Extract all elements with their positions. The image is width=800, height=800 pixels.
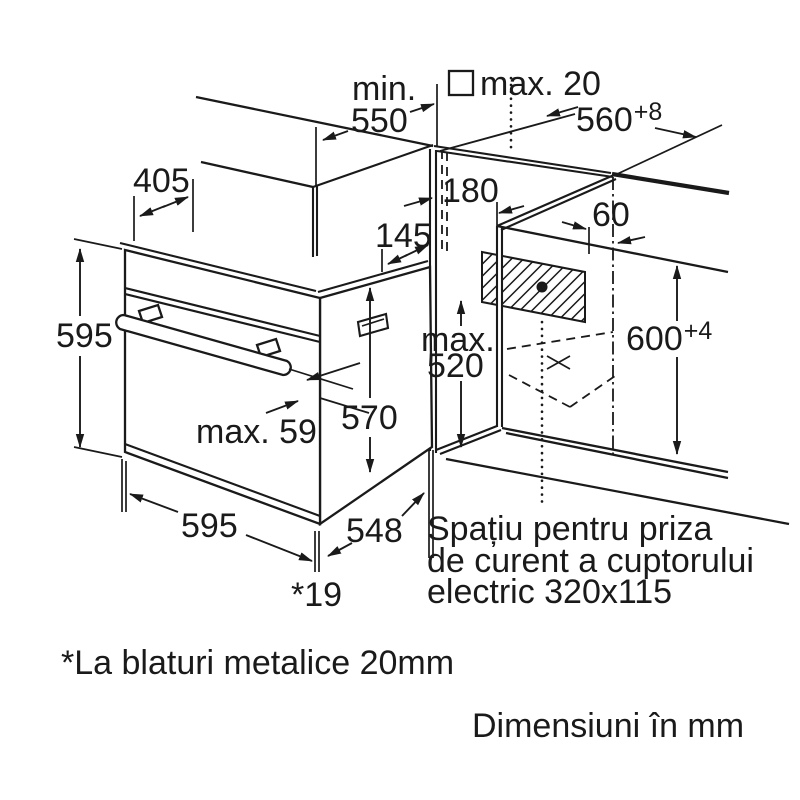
dim-595-bottom: 595 [181,507,238,545]
oven-vent-slot [356,312,390,338]
dim-min-550-value: 550 [351,102,408,140]
dim-star-19: *19 [291,576,342,614]
dim-145: 145 [375,217,432,255]
socket-note-line2: de curent a cuptorului [427,542,754,580]
dim-60: 60 [592,196,630,234]
oven-door-handle [115,303,292,377]
oven-side-face [318,265,434,527]
worktop-lines [195,95,730,257]
socket-center-dot [536,281,548,293]
dim-548: 548 [346,512,403,550]
dim-560-tolerance: 560+8 [576,98,662,139]
dim-max-520-value: 520 [427,347,484,385]
socket-note-line1: Spațiu pentru priza [427,510,712,548]
dim-min-550-word: min. [352,70,416,108]
annotations: Spațiu pentru priza de curent a cuptorul… [61,510,754,745]
socket-space-hatch [481,250,586,324]
dim-180: 180 [442,172,499,210]
dim-600-tolerance: 600+4 [626,317,712,358]
dim-405: 405 [133,162,190,200]
dim-max-20: max. 20 [480,65,601,103]
footnote-metal-worktops: *La blaturi metalice 20mm [61,644,454,682]
socket-note-line3: electric 320x115 [427,573,672,611]
dim-570: 570 [341,399,398,437]
units-note: Dimensiuni în mm [472,707,744,745]
dimension-lines [73,69,723,572]
dim-max-59: max. 59 [196,413,317,451]
cabinet [428,76,790,526]
oven [115,241,434,527]
dim-max-520-word: max. [421,321,495,359]
dim-595-left: 595 [56,317,113,355]
oven-front-face [123,248,322,526]
dimension-labels: min. 550 max. 20 560+8 405 180 60 145 59… [56,65,712,614]
worktop-square-symbol [447,69,475,97]
